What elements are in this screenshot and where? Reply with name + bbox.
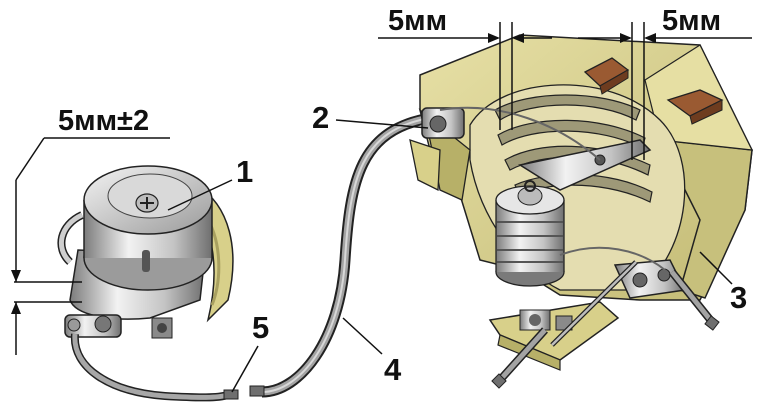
callout-5: 5 — [231, 310, 269, 393]
vertical-dimension: 5мм±2 — [11, 105, 170, 355]
dimension-label-right: 5мм — [662, 5, 721, 37]
dimension-label-vertical: 5мм±2 — [58, 105, 149, 137]
callout-label-3: 3 — [730, 280, 747, 315]
brush-holder — [409, 34, 754, 389]
callout-4: 4 — [342, 317, 402, 387]
regulator-assembly — [57, 165, 239, 402]
callout-1: 1 — [167, 154, 253, 211]
callout-label-2: 2 — [312, 100, 329, 135]
connecting-wire — [249, 112, 431, 398]
callout-label-4: 4 — [384, 352, 402, 387]
callout-2: 2 — [312, 100, 429, 135]
callout-label-5: 5 — [252, 310, 269, 345]
dimension-label-left: 5мм — [388, 5, 447, 37]
callout-label-1: 1 — [236, 154, 253, 189]
horizontal-dimensions: 5мм 5мм — [378, 5, 752, 160]
callout-3: 3 — [699, 251, 747, 315]
